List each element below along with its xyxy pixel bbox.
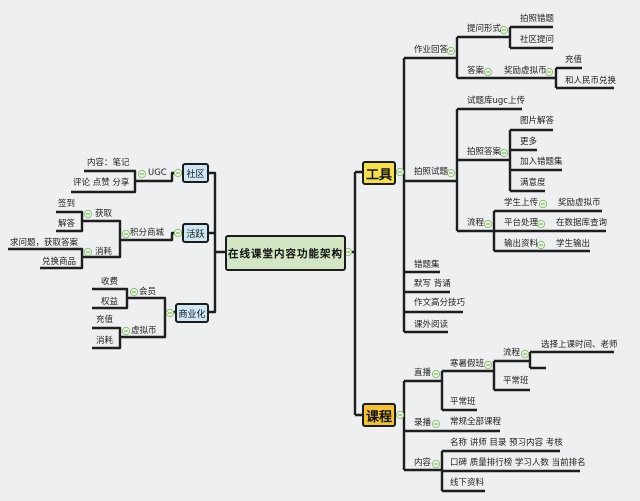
node-member[interactable]: 会员	[139, 287, 157, 297]
node-homework[interactable]: 作业回答	[414, 45, 449, 55]
node-live[interactable]: 直播	[414, 368, 432, 378]
collapse-toggle-icon[interactable]	[446, 168, 456, 178]
node-redeem[interactable]: 兑换商品	[42, 257, 77, 267]
collapse-toggle-icon[interactable]	[536, 240, 546, 250]
node-tools[interactable]: 工具	[362, 161, 396, 185]
node-consume[interactable]: 消耗	[95, 247, 113, 257]
node-flow-result[interactable]: 学生输出	[556, 239, 591, 249]
collapse-toggle-icon[interactable]	[395, 167, 405, 177]
collapse-toggle-icon[interactable]	[446, 46, 456, 56]
node-ugc[interactable]: UGC	[148, 168, 167, 178]
collapse-toggle-icon[interactable]	[499, 25, 509, 35]
node-flow-step[interactable]: 平台处理	[504, 218, 539, 228]
node-flow-result[interactable]: 在数据库查询	[556, 218, 608, 228]
node-satisfaction[interactable]: 满意度	[520, 178, 546, 188]
collapse-toggle-icon[interactable]	[121, 326, 131, 336]
node-community-ask[interactable]: 社区提问	[520, 35, 555, 45]
node-content-info[interactable]: 名称 讲师 目录 预习内容 考核	[450, 438, 563, 448]
collapse-toggle-icon[interactable]	[483, 67, 493, 77]
collapse-toggle-icon[interactable]	[395, 410, 405, 420]
collapse-toggle-icon[interactable]	[83, 209, 93, 219]
node-checkin[interactable]: 签到	[58, 199, 76, 209]
central-topic[interactable]: 在线课堂内容功能架构	[225, 235, 346, 271]
node-answer[interactable]: 解答	[58, 219, 76, 229]
node-photo-question[interactable]: 拍照试题	[414, 167, 449, 177]
node-coin-consume[interactable]: 消耗	[96, 336, 114, 346]
collapse-toggle-icon[interactable]	[483, 219, 493, 229]
node-choose-time[interactable]: 选择上课时间、老师	[541, 340, 618, 350]
node-photo-wrong[interactable]: 拍照错题	[520, 14, 555, 24]
collapse-toggle-icon[interactable]	[536, 219, 546, 229]
node-regular-class[interactable]: 平常班	[503, 376, 529, 386]
node-ugc-interact[interactable]: 评论 点赞 分享	[73, 178, 130, 188]
node-image-answer[interactable]: 图片解答	[520, 116, 555, 126]
node-ask-question[interactable]: 求问题，获取答案	[10, 238, 79, 248]
collapse-toggle-icon[interactable]	[483, 360, 493, 370]
collapse-toggle-icon[interactable]	[83, 247, 93, 257]
node-content[interactable]: 内容	[414, 458, 432, 468]
collapse-toggle-icon[interactable]	[499, 148, 509, 158]
collapse-toggle-icon[interactable]	[165, 308, 175, 318]
collapse-toggle-icon[interactable]	[544, 67, 554, 77]
node-essay-tips[interactable]: 作文高分技巧	[414, 298, 466, 308]
node-all-courses[interactable]: 常规全部课程	[450, 417, 502, 427]
collapse-toggle-icon[interactable]	[431, 459, 441, 469]
node-flow-result[interactable]: 奖励虚拟币	[558, 198, 601, 208]
node-photo-answer[interactable]: 拍照答案	[467, 147, 502, 157]
collapse-toggle-icon[interactable]	[173, 228, 183, 238]
node-community[interactable]: 社区	[182, 163, 209, 183]
node-more[interactable]: 更多	[520, 137, 538, 147]
node-activity[interactable]: 活跃	[182, 223, 209, 243]
node-holiday-class[interactable]: 寒暑假班	[450, 359, 485, 369]
node-ugc-upload[interactable]: 试题库ugc上传	[467, 96, 525, 106]
collapse-toggle-icon[interactable]	[431, 369, 441, 379]
node-course[interactable]: 课程	[362, 403, 396, 427]
node-obtain[interactable]: 获取	[95, 209, 113, 219]
node-ask-form[interactable]: 提问形式	[467, 24, 502, 34]
collapse-toggle-icon[interactable]	[137, 169, 147, 179]
node-flow-step[interactable]: 学生上传	[504, 198, 539, 208]
node-regular-class[interactable]: 平常班	[450, 397, 476, 407]
node-reading[interactable]: 课外阅读	[414, 320, 449, 330]
node-recorded[interactable]: 录播	[414, 418, 432, 428]
node-wrong-set[interactable]: 错题集	[414, 260, 440, 270]
node-rmb-exchange[interactable]: 和人民币兑换	[565, 76, 617, 86]
node-flow-step[interactable]: 输出资料	[504, 239, 539, 249]
node-offline-material[interactable]: 线下资料	[450, 478, 485, 488]
node-recharge-tools[interactable]: 充值	[565, 55, 583, 65]
node-ugc-content[interactable]: 内容：笔记	[87, 158, 130, 168]
node-content-rank[interactable]: 口碑 质量排行榜 学习人数 当前排名	[450, 458, 586, 468]
collapse-toggle-icon[interactable]	[520, 349, 530, 359]
node-virtual-coin[interactable]: 虚拟币	[131, 326, 157, 336]
node-commerce[interactable]: 商业化	[175, 303, 209, 323]
node-course-flow[interactable]: 流程	[503, 348, 521, 358]
node-points-mall[interactable]: 积分商城	[130, 228, 165, 238]
collapse-toggle-icon[interactable]	[431, 419, 441, 429]
node-reward-coin[interactable]: 奖励虚拟币	[504, 66, 547, 76]
node-dictation[interactable]: 默写 背诵	[414, 279, 451, 289]
node-recharge[interactable]: 充值	[96, 315, 114, 325]
node-answer-tools[interactable]: 答案	[467, 66, 485, 76]
collapse-toggle-icon[interactable]	[538, 199, 548, 209]
node-add-wrong-set[interactable]: 加入错题集	[520, 157, 563, 167]
node-fee[interactable]: 收费	[101, 277, 119, 287]
node-benefits[interactable]: 权益	[101, 297, 119, 307]
collapse-toggle-icon[interactable]	[129, 287, 139, 297]
collapse-toggle-icon[interactable]	[121, 229, 131, 239]
node-flow[interactable]: 流程	[467, 218, 485, 228]
collapse-toggle-icon[interactable]	[173, 168, 183, 178]
